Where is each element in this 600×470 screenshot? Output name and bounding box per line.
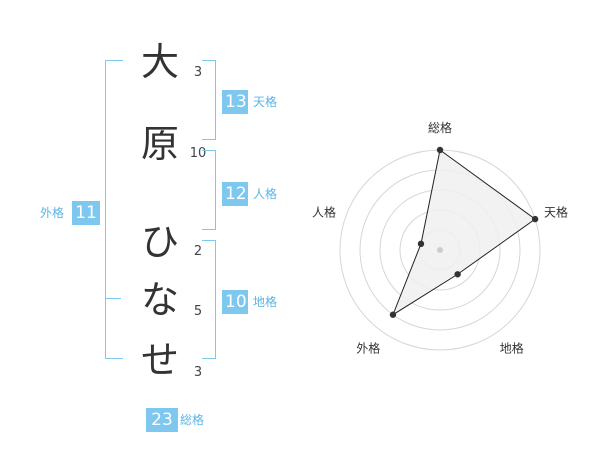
chikaku-label: 地格 xyxy=(253,295,278,309)
jinkaku-value-badge: 12 xyxy=(222,182,248,206)
name-char-1: 大 xyxy=(140,40,179,84)
stroke-count-3: 2 xyxy=(193,244,203,259)
radar-axis-label-3: 地格 xyxy=(500,341,524,356)
radar-point-5 xyxy=(417,240,425,248)
name-char-3: ひ xyxy=(140,220,179,264)
radar-axis-label-4: 外格 xyxy=(356,341,380,356)
gaikaku-bracket-tick xyxy=(105,298,121,299)
radar-axis-label-1: 総格 xyxy=(428,120,452,135)
gaikaku-label: 外格 xyxy=(40,206,65,220)
chikaku-value-badge: 10 xyxy=(222,290,248,314)
gaikaku-value-badge: 11 xyxy=(72,201,100,225)
soukaku-label: 総格 xyxy=(180,413,205,427)
name-char-5: せ xyxy=(140,338,179,382)
stroke-count-5: 3 xyxy=(193,365,203,380)
jinkaku-bracket xyxy=(202,150,216,230)
radar-point-3 xyxy=(454,271,461,278)
radar-center-dot xyxy=(437,247,443,253)
soukaku-value-badge: 23 xyxy=(146,408,178,432)
chikaku-bracket xyxy=(202,240,216,359)
gaikaku-bracket xyxy=(105,60,123,359)
name-char-2: 原 xyxy=(140,122,179,166)
radar-point-4 xyxy=(389,311,397,318)
stroke-count-1: 3 xyxy=(193,65,203,80)
tenkaku-bracket xyxy=(202,60,216,140)
tenkaku-label: 天格 xyxy=(253,95,278,109)
stroke-count-4: 5 xyxy=(193,304,203,319)
radar-polygon xyxy=(391,149,536,316)
radar-point-2 xyxy=(531,215,539,223)
radar-axis-label-2: 天格 xyxy=(544,204,568,219)
radar-point-1 xyxy=(436,146,444,154)
radar-axis-label-5: 人格 xyxy=(312,204,336,219)
tenkaku-value-badge: 13 xyxy=(222,90,248,114)
name-char-4: な xyxy=(140,278,179,322)
jinkaku-label: 人格 xyxy=(253,187,278,201)
